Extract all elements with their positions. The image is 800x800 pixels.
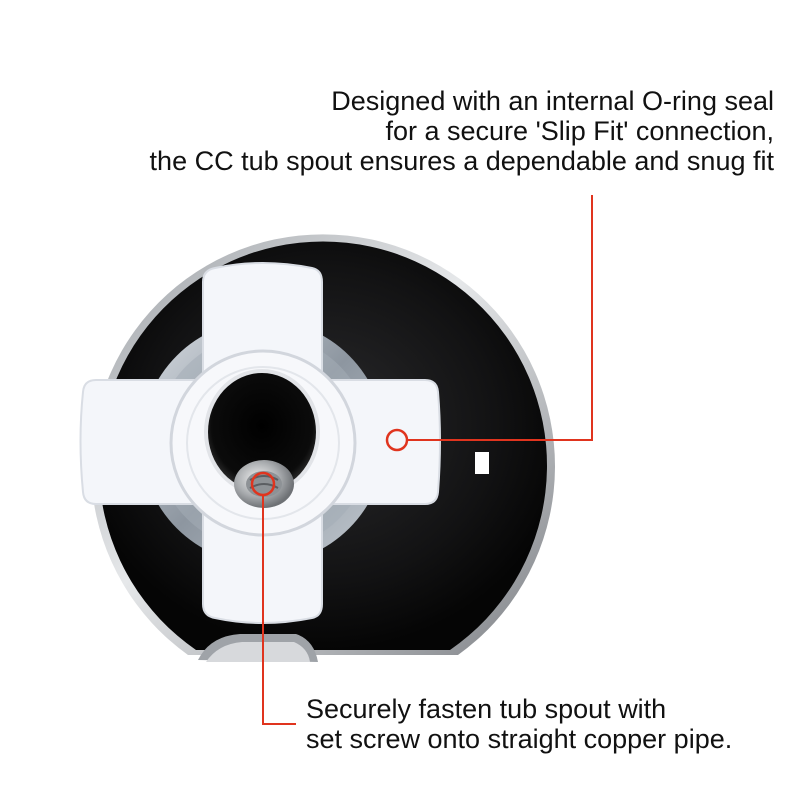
- center-bore: [204, 369, 320, 495]
- callout-set-screw: [250, 471, 296, 725]
- set-screw-caption: Securely fasten tub spout with set screw…: [306, 694, 786, 754]
- callout-o-ring: [385, 195, 593, 452]
- o-ring-caption-line: the CC tub spout ensures a dependable an…: [149, 146, 774, 176]
- o-ring-caption: Designed with an internal O-ring seal fo…: [54, 86, 774, 176]
- o-ring-caption-line: Designed with an internal O-ring seal: [331, 86, 774, 116]
- callout-marker-set-screw: [250, 471, 276, 497]
- set-screw-caption-line: set screw onto straight copper pipe.: [306, 724, 733, 754]
- set-screw-caption-line: Securely fasten tub spout with: [306, 694, 667, 724]
- o-ring-caption-line: for a secure 'Slip Fit' connection,: [385, 116, 775, 146]
- callout-marker-o-ring: [385, 428, 409, 452]
